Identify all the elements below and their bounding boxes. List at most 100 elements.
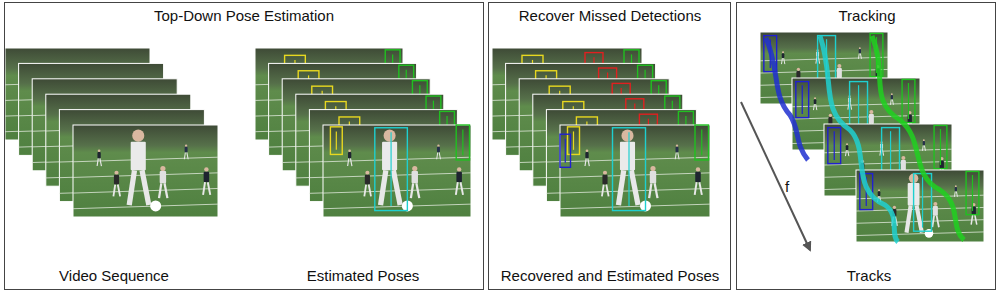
player-head — [621, 130, 633, 142]
player-leg — [456, 182, 458, 195]
player-head — [901, 156, 905, 160]
frame-image — [560, 125, 710, 217]
axis-label: f — [785, 178, 789, 196]
player-body — [837, 68, 842, 78]
player-leg — [924, 145, 925, 150]
player-body — [782, 53, 785, 58]
player-leg — [975, 215, 977, 225]
player-body — [365, 175, 370, 185]
player-leg — [184, 152, 185, 159]
player-body — [114, 175, 119, 185]
player-leg — [588, 158, 589, 166]
video-frame — [323, 125, 471, 217]
player-head — [132, 130, 144, 142]
player-head — [846, 143, 848, 145]
player-head — [457, 167, 461, 171]
player-leg — [816, 57, 817, 64]
player-head — [837, 64, 841, 68]
player-leg — [165, 183, 168, 198]
panel-caption: Video Sequence — [59, 267, 169, 285]
player-leg — [699, 182, 701, 195]
player-leg — [781, 58, 783, 64]
player-leg — [631, 170, 638, 205]
player-head — [160, 166, 165, 171]
player-leg — [187, 152, 188, 159]
player-leg — [917, 205, 922, 232]
detection-box — [695, 125, 709, 160]
player-leg — [850, 103, 851, 110]
player-leg — [848, 150, 849, 156]
detection-box — [560, 134, 571, 167]
pose-skeleton — [565, 139, 566, 163]
field-line — [760, 69, 888, 73]
player-leg — [882, 149, 883, 156]
detection-box — [456, 125, 469, 160]
player-leg — [416, 183, 419, 198]
player-body — [955, 187, 957, 191]
player-leg — [818, 57, 819, 64]
player-leg — [461, 182, 463, 195]
player-head — [923, 139, 925, 141]
field-line — [792, 103, 920, 107]
pose-skeleton — [834, 131, 835, 160]
player-leg — [411, 183, 413, 198]
pose-skeleton — [972, 175, 973, 211]
pose-skeleton — [336, 131, 337, 149]
player-leg — [678, 152, 679, 159]
player-leg — [437, 152, 438, 159]
player-leg — [585, 158, 586, 166]
detection-box — [613, 128, 646, 211]
player-head — [384, 130, 396, 142]
player-leg — [937, 216, 939, 228]
player-leg — [381, 170, 386, 205]
panel-caption: Tracks — [847, 267, 891, 285]
track-line — [766, 38, 808, 160]
detection-box — [330, 127, 342, 155]
field-line — [323, 204, 471, 209]
player-leg — [845, 150, 847, 156]
player-body — [204, 172, 210, 182]
player-body — [859, 49, 861, 53]
player-body — [412, 171, 418, 183]
player-head — [185, 145, 187, 147]
player-leg — [350, 158, 351, 166]
player-body — [650, 171, 656, 183]
player-body — [695, 172, 701, 182]
video-frame — [560, 125, 710, 217]
player-body — [923, 141, 925, 145]
player-leg — [208, 182, 210, 195]
player-body — [846, 145, 849, 150]
player-head — [348, 149, 351, 152]
panel-caption: Estimated Poses — [307, 267, 420, 285]
panel-box: TrackingTracks — [736, 2, 996, 290]
field-line — [73, 204, 218, 209]
player-leg — [784, 58, 785, 64]
player-body — [796, 71, 800, 79]
player-leg — [816, 104, 817, 110]
player-body — [131, 142, 146, 171]
player-body — [602, 175, 607, 185]
player-leg — [880, 149, 881, 156]
player-body — [901, 160, 906, 170]
panel-box: Recover Missed DetectionsRecovered and E… — [488, 2, 731, 290]
player-leg — [369, 185, 371, 197]
player-leg — [129, 170, 134, 205]
player-leg — [100, 158, 101, 166]
player-body — [891, 95, 893, 99]
player-head — [114, 171, 118, 175]
player-leg — [655, 183, 658, 198]
player-leg — [954, 191, 956, 196]
detection-box — [902, 79, 915, 122]
pose-skeleton — [922, 177, 923, 227]
pose-skeleton — [628, 132, 629, 206]
pose-skeleton — [573, 131, 574, 149]
pose-skeleton — [908, 83, 909, 119]
player-leg — [439, 152, 440, 159]
player-leg — [393, 170, 400, 205]
player-head — [869, 110, 873, 114]
player-leg — [860, 53, 861, 58]
player-head — [797, 68, 800, 71]
player-body — [676, 147, 679, 153]
pose-skeleton — [701, 130, 702, 156]
